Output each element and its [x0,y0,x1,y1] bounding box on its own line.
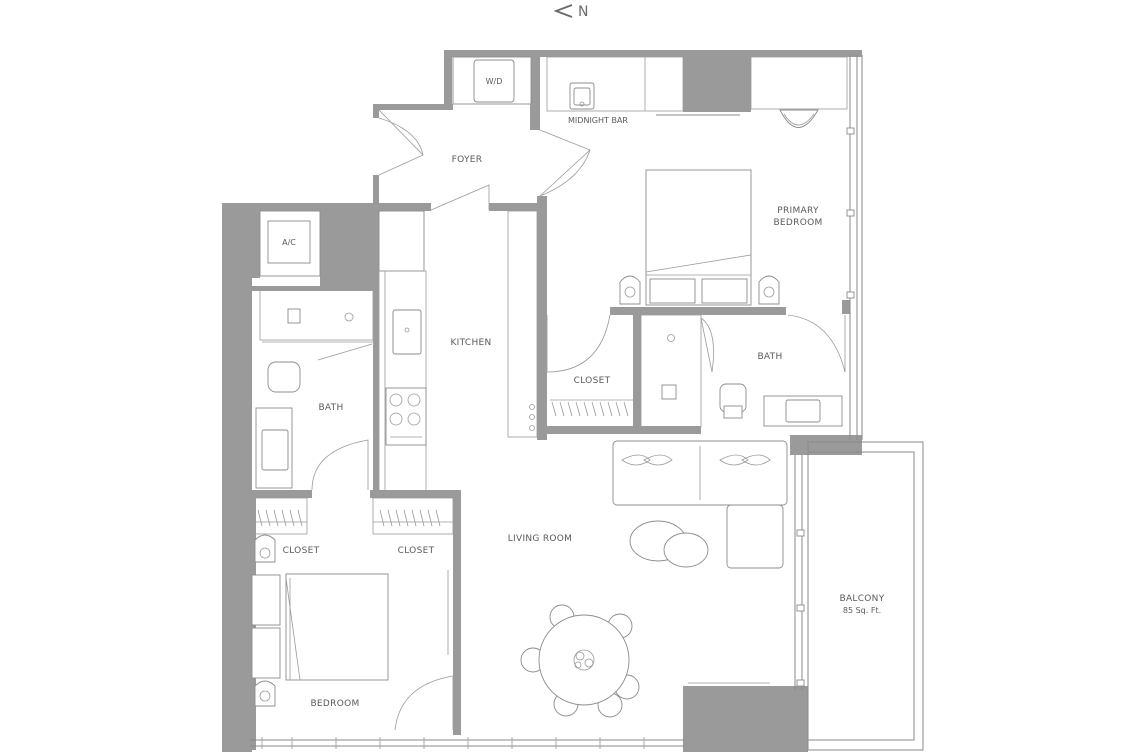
window-east-bedroom [846,55,863,440]
kitchen-label: KITCHEN [450,338,491,348]
primary-bath: BATH [640,314,843,428]
bath-primary-label: BATH [757,352,782,362]
living-room: LIVING ROOM [508,440,788,718]
primary-closet: CLOSET [546,314,633,417]
window-south [250,737,684,749]
balcony-label: BALCONY [839,594,884,604]
ac-label: A/C [282,238,296,247]
bedroom: BEDROOM [251,534,454,731]
primary-bedroom-label-2: BEDROOM [773,218,822,228]
primary-bedroom-desk [750,56,848,128]
closet-left-label: CLOSET [283,546,320,556]
balcony-area-label: 85 Sq. Ft. [843,606,881,615]
foyer: FOYER [378,109,591,211]
living-room-label: LIVING ROOM [508,534,573,544]
foyer-label: FOYER [452,155,483,165]
midnight-bar-label: MIDNIGHT BAR [568,116,628,125]
secondary-bath: BATH [255,289,374,491]
bedroom-closets: CLOSET CLOSET [251,497,454,556]
washer-dryer: W/D [452,56,532,105]
bedroom-label: BEDROOM [310,699,359,709]
north-label: N [578,4,588,20]
primary-bedroom-label: PRIMARY [777,206,819,216]
primary-bedroom: PRIMARY BEDROOM [619,169,846,373]
north-arrow-icon [553,4,573,18]
wd-label: W/D [486,77,503,86]
bath-secondary-label: BATH [318,403,343,413]
balcony: BALCONY 85 Sq. Ft. [807,441,924,751]
window-balcony [794,455,805,690]
north-compass: N [553,4,588,20]
kitchen: KITCHEN [378,210,538,492]
ac-unit: A/C [259,210,321,277]
closet-right-label: CLOSET [398,546,435,556]
closet-primary-label: CLOSET [574,376,611,386]
midnight-bar: MIDNIGHT BAR [546,56,740,125]
walls [222,50,862,752]
